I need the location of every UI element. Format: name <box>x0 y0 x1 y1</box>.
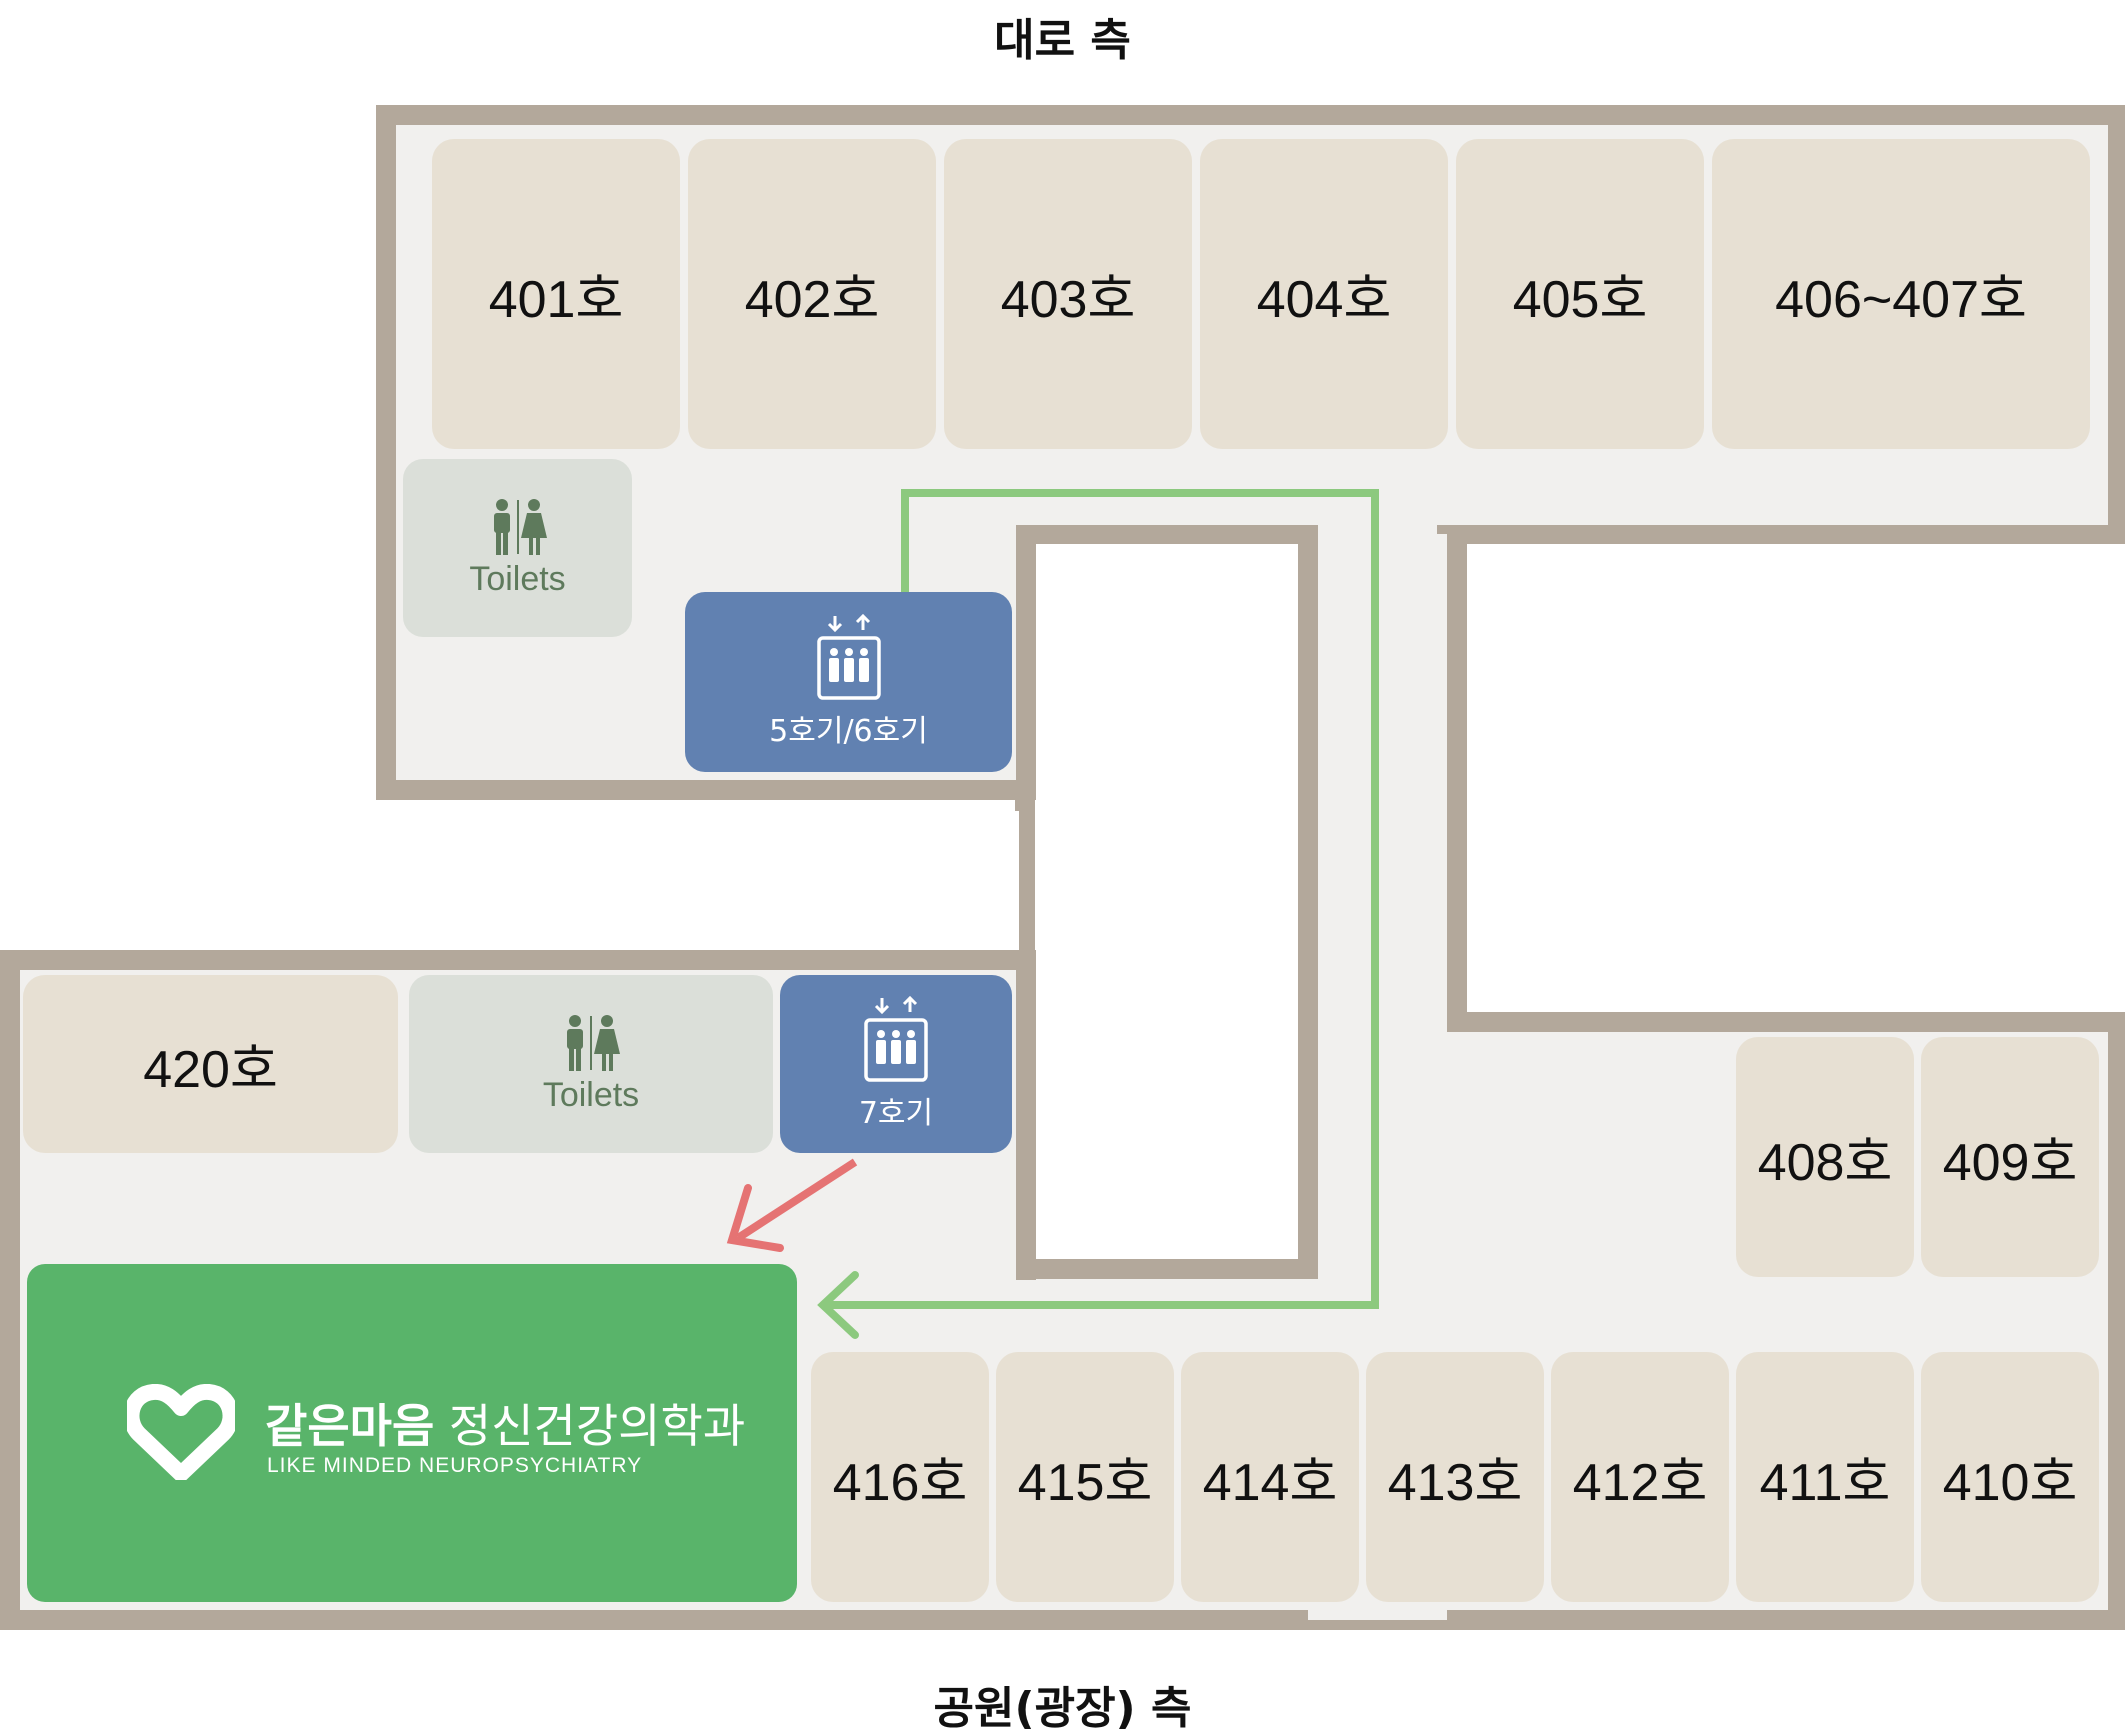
bottom-side-caption: 공원(광장) 측 <box>933 1683 1192 1734</box>
toilet-people-icon <box>567 1014 620 1071</box>
toilet-people-icon <box>493 498 547 555</box>
room-401[interactable]: 401호 <box>432 139 680 449</box>
route-arrowhead-red <box>726 1184 784 1252</box>
room-414[interactable]: 414호 <box>1181 1352 1359 1602</box>
toilets-lower-label: Toilets <box>542 1075 640 1114</box>
room-404[interactable]: 404호 <box>1200 139 1448 449</box>
elevator-5-6[interactable]: 5호기/6호기 <box>685 592 1012 772</box>
room-413[interactable]: 413호 <box>1366 1352 1544 1602</box>
clinic-name-bold: 같은마음 <box>265 1399 435 1453</box>
elevator-icon <box>864 996 928 1082</box>
elevator-7[interactable]: 7호기 <box>780 975 1012 1153</box>
room-402[interactable]: 402호 <box>688 139 936 449</box>
top-side-caption: 대로 측 <box>994 15 1131 66</box>
room-420[interactable]: 420호 <box>23 975 398 1153</box>
room-411[interactable]: 411호 <box>1736 1352 1914 1602</box>
clinic-english-name: LIKE MINDED NEUROPSYCHIATRY <box>267 1454 643 1477</box>
room-410[interactable]: 410호 <box>1921 1352 2099 1602</box>
clinic-korean-name: 같은마음 정신건강의학과 <box>265 1390 745 1456</box>
room-408[interactable]: 408호 <box>1736 1037 1914 1277</box>
room-409[interactable]: 409호 <box>1921 1037 2099 1277</box>
elevator-7-label: 7호기 <box>858 1096 934 1131</box>
room-405[interactable]: 405호 <box>1456 139 1704 449</box>
toilets-lower[interactable]: Toilets <box>409 975 773 1153</box>
toilets-upper-label: Toilets <box>469 559 566 598</box>
route-elevator-5-6-to-clinic <box>825 489 1379 1309</box>
elevator-5-6-label: 5호기/6호기 <box>769 714 928 749</box>
route-arrowhead-green <box>817 1271 859 1339</box>
room-406-407[interactable]: 406~407호 <box>1712 139 2090 449</box>
room-412[interactable]: 412호 <box>1551 1352 1729 1602</box>
clinic-like-minded[interactable]: 같은마음 정신건강의학과 LIKE MINDED NEUROPSYCHIATRY <box>27 1264 797 1602</box>
toilets-upper[interactable]: Toilets <box>403 459 632 637</box>
clinic-name-rest: 정신건강의학과 <box>448 1399 746 1453</box>
route-elevator-7-to-clinic <box>735 1158 858 1242</box>
room-416[interactable]: 416호 <box>811 1352 989 1602</box>
heart-logo-icon <box>127 1384 235 1480</box>
room-403[interactable]: 403호 <box>944 139 1192 449</box>
elevator-icon <box>816 614 881 700</box>
room-415[interactable]: 415호 <box>996 1352 1174 1602</box>
